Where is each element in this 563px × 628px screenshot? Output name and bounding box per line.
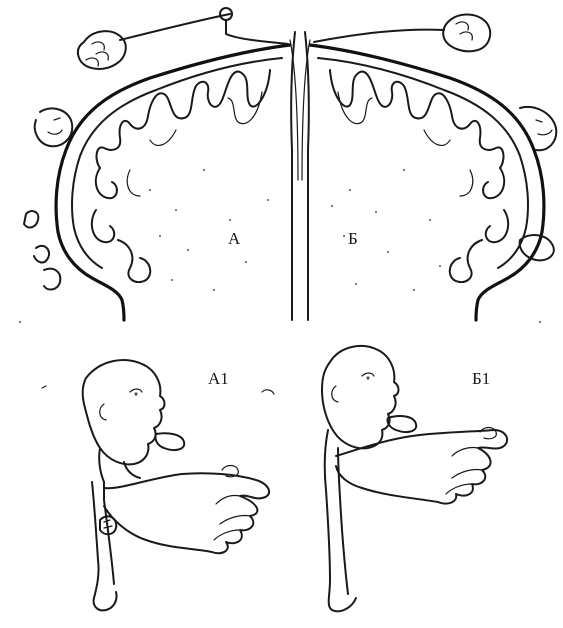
label-left-homunculus: А1 [208,369,229,388]
brain-coronal-section: А Б [24,8,556,320]
right-homunculus: Б1 [322,346,507,611]
midline-fissure [290,32,310,320]
white-matter-stipple [149,169,441,291]
right-face-sketch [520,107,556,150]
label-right-hemisphere: Б [348,229,358,248]
left-homunculus: А1 [83,360,269,610]
left-face-sketch [35,108,72,146]
right-hemisphere [310,45,544,320]
label-right-homunculus: Б1 [472,369,490,388]
left-tongue-sketch [24,211,60,289]
label-left-hemisphere: А [228,229,241,248]
top-right-hand-sketch [314,15,490,52]
left-hemisphere [56,45,290,320]
scan-artifacts [19,321,541,394]
